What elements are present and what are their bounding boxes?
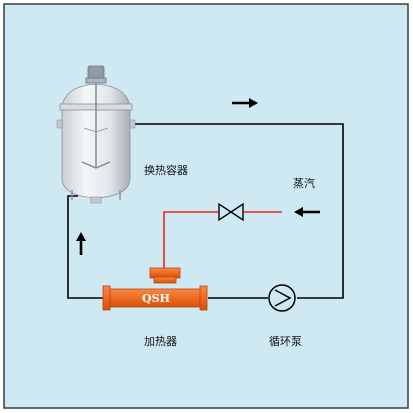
- steam-pipe-lower: [163, 211, 218, 270]
- flow-arrow-steam: [294, 207, 320, 217]
- steam-label: 蒸汽: [293, 176, 315, 190]
- diagram-background: [3, 3, 409, 409]
- flow-arrow-top: [232, 98, 258, 108]
- vessel-icon: [56, 65, 136, 204]
- vessel-label: 换热容器: [144, 163, 188, 177]
- loop-pipe-right: [122, 123, 344, 299]
- heater-label: 加热器: [144, 335, 177, 348]
- pump-label: 循环泵: [269, 335, 302, 348]
- flow-arrow-up: [76, 232, 86, 255]
- valve-icon: [218, 202, 244, 222]
- circulation-loop: [67, 123, 344, 299]
- loop-pipe-left: [67, 195, 103, 299]
- steam-line: [163, 211, 282, 270]
- heater-tag: QSH: [142, 292, 170, 305]
- pump-icon: [268, 284, 296, 312]
- heater-icon: QSH: [102, 267, 208, 311]
